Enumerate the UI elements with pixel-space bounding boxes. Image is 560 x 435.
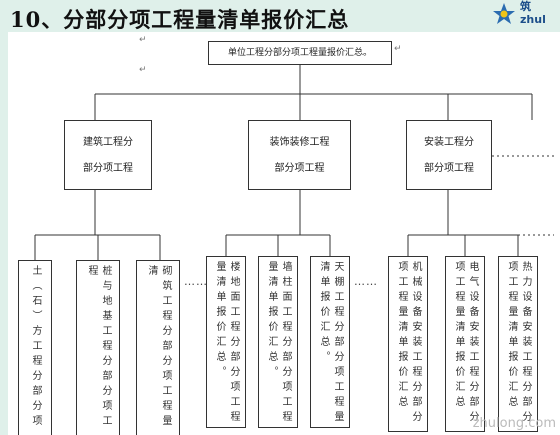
level3-node-floor-label: 楼地面工程分部分项工程量清单报价汇总。 [214,261,239,426]
ellipsis-mark: …… [184,275,208,288]
level3-node-masonry-label: 砌筑工程分部分项工程量清 [146,265,171,430]
level3-node-ceiling-label: 天棚工程分部分项工程量清单报价汇总。 [318,261,343,426]
level3-node-pile-foundation: 桩与地基工程分部分项工程 [76,260,120,435]
level3-node-mechanical: 机械设备安装工程分部分项工程量清单报价汇总 [388,256,428,432]
return-mark: ↵ [139,65,147,75]
level3-node-wall-column: 墙柱面工程分部分项工程量清单报价汇总。 [258,256,298,428]
level3-node-electrical: 电气设备安装工程分部分项工程量清单报价汇总 [445,256,485,432]
level2-node-installation: 安装工程分 部分项工程 [406,120,492,190]
level2-node-decoration: 装饰装修工程 部分项工程 [248,120,351,190]
logo-text-latin: zhul [520,13,546,26]
level3-node-earthwork: 土（石）方工程分部分项 [18,260,52,435]
level3-node-electrical-label: 电气设备安装工程分部分项工程量清单报价汇总 [453,261,478,426]
level2-node-building-line2: 部分项工程 [83,163,133,174]
level2-node-building: 建筑工程分 部分项工程 [64,120,152,190]
level3-node-mechanical-label: 机械设备安装工程分部分项工程量清单报价汇总 [396,261,421,426]
level3-node-earthwork-label: 土（石）方工程分部分项 [30,265,41,430]
logo-text: 筑 [520,0,531,13]
level2-node-installation-line2: 部分项工程 [424,163,474,174]
star-logo-icon [493,3,515,24]
level3-node-wall-column-label: 墙柱面工程分部分项工程量清单报价汇总。 [266,261,291,426]
level2-node-building-line1: 建筑工程分 [83,137,133,148]
level3-node-floor: 楼地面工程分部分项工程量清单报价汇总。 [206,256,246,428]
level3-node-pile-foundation-label: 桩与地基工程分部分项工程 [86,265,111,430]
org-chart: 单位工程分部分项工程量报价汇总。 建筑工程分 部分项工程 装饰装修工程 部分项工… [8,32,560,435]
level3-node-ceiling: 天棚工程分部分项工程量清单报价汇总。 [310,256,350,428]
ellipsis-mark: …… [354,275,378,288]
zhulong-logo: 筑 zhul [490,0,560,32]
level2-node-decoration-line2: 部分项工程 [274,163,325,174]
root-node-label: 单位工程分部分项工程量报价汇总。 [227,48,372,58]
root-node: 单位工程分部分项工程量报价汇总。 [208,41,392,65]
connector-lines [34,65,554,260]
watermark: zhulong.com [472,416,556,431]
level3-node-masonry: 砌筑工程分部分项工程量清 [136,260,180,435]
return-mark: ↵ [139,35,147,45]
level2-node-installation-line1: 安装工程分 [424,137,474,148]
slide-title: 10、分部分项工程量清单报价汇总 [10,7,350,32]
level2-node-decoration-line1: 装饰装修工程 [269,137,330,148]
level3-node-thermal-label: 热力设备安装工程分部分项工程量清单报价汇总 [506,261,531,426]
return-mark: ↵ [394,44,402,54]
level3-node-thermal: 热力设备安装工程分部分项工程量清单报价汇总 [498,256,538,432]
